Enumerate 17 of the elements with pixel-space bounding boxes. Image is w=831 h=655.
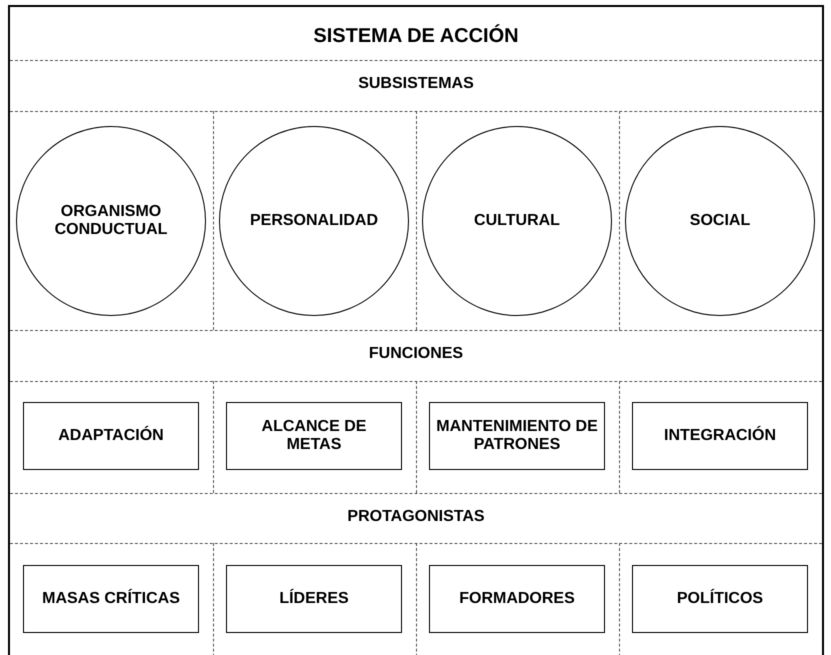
protagonist-box: POLÍTICOS (632, 565, 808, 633)
function-box: ALCANCE DE METAS (226, 402, 402, 470)
protagonist-box: LÍDERES (226, 565, 402, 633)
title: SISTEMA DE ACCIÓN (312, 25, 520, 48)
section-heading: SUBSISTEMAS (357, 75, 475, 93)
protagonist-box: FORMADORES (429, 565, 605, 633)
subsystem-circle: CULTURAL (422, 126, 612, 316)
function-box: INTEGRACIÓN (632, 402, 808, 470)
subsystem-circle: SOCIAL (625, 126, 815, 316)
subsystem-circle: ORGANISMO CONDUCTUAL (16, 126, 206, 316)
system-frame (8, 5, 824, 655)
function-box: ADAPTACIÓN (23, 402, 199, 470)
section-heading: PROTAGONISTAS (346, 508, 486, 526)
section-heading: FUNCIONES (368, 345, 464, 363)
function-box: MANTENIMIENTO DE PATRONES (429, 402, 605, 470)
subsystem-circle: PERSONALIDAD (219, 126, 409, 316)
protagonist-box: MASAS CRÍTICAS (23, 565, 199, 633)
